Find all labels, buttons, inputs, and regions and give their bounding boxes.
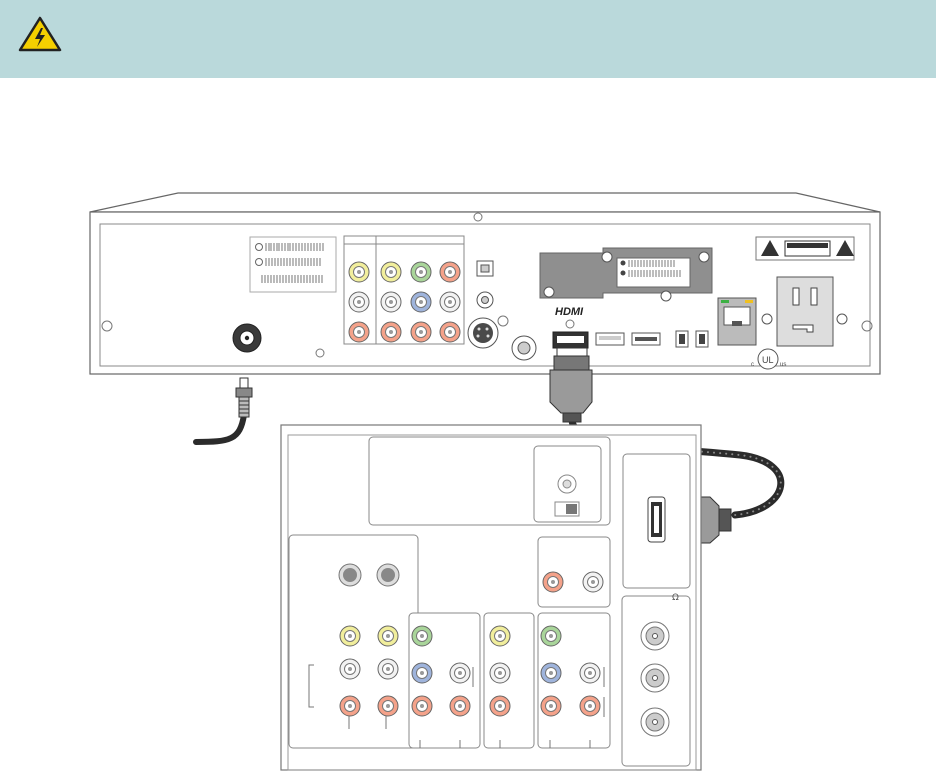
receiver-hdmi-port	[553, 332, 588, 348]
receiver-rca-jack	[381, 322, 401, 342]
coax-out-port	[512, 336, 536, 360]
tv-rca-jack	[541, 696, 561, 716]
svg-text:Ω: Ω	[672, 593, 679, 603]
tv-rca-jack	[450, 696, 470, 716]
tv-rca-jack	[450, 663, 470, 683]
receiver-serial-label	[250, 237, 336, 292]
hdmi-logo: HDMI	[555, 306, 584, 318]
receiver-rca-jack	[411, 262, 431, 282]
tv-rca-jack	[541, 626, 561, 646]
tv-rca-jack	[378, 659, 398, 679]
receiver-rca-jack	[411, 292, 431, 312]
tv-rca-jack	[543, 572, 563, 592]
tv-rca-jack	[378, 696, 398, 716]
receiver-rca-jack	[440, 262, 460, 282]
receiver-rca-jack	[349, 322, 369, 342]
receiver-rca-jack	[440, 322, 460, 342]
optical-audio-port	[477, 261, 493, 276]
satellite-cable	[196, 378, 252, 442]
svg-text:UL: UL	[762, 355, 774, 365]
usb-port	[596, 333, 624, 345]
receiver-rca-jack	[381, 262, 401, 282]
tv-rca-jack	[412, 696, 432, 716]
tv-rca-jack	[490, 696, 510, 716]
tv-rca-jack	[490, 626, 510, 646]
receiver-rca-jack	[349, 292, 369, 312]
tv-rca-jack	[378, 626, 398, 646]
receiver-rca-jack	[381, 292, 401, 312]
tv-rca-jack	[580, 663, 600, 683]
tv-rca-jack	[412, 626, 432, 646]
receiver-rca-jack	[349, 262, 369, 282]
tv-rca-jack	[340, 659, 360, 679]
ethernet-port	[718, 298, 756, 345]
tv-hdmi-port	[648, 497, 665, 542]
satellite-in-connector	[233, 324, 261, 352]
tv-rca-jack	[412, 663, 432, 683]
smart-card-slot	[540, 248, 712, 301]
tv-rca-jack	[583, 572, 603, 592]
tv-rca-jack	[340, 696, 360, 716]
warning-label	[756, 237, 854, 260]
svg-text:c: c	[751, 362, 754, 368]
svg-text:us: us	[780, 362, 786, 368]
receiver-rca-jack	[440, 292, 460, 312]
tv-rca-jack	[580, 696, 600, 716]
tv-back-panel	[281, 425, 701, 770]
receiver-rca-jack	[411, 322, 431, 342]
usb-port-2	[632, 333, 660, 345]
tv-rca-jack	[490, 663, 510, 683]
tv-rca-jack	[340, 626, 360, 646]
tv-rca-jack	[541, 663, 561, 683]
